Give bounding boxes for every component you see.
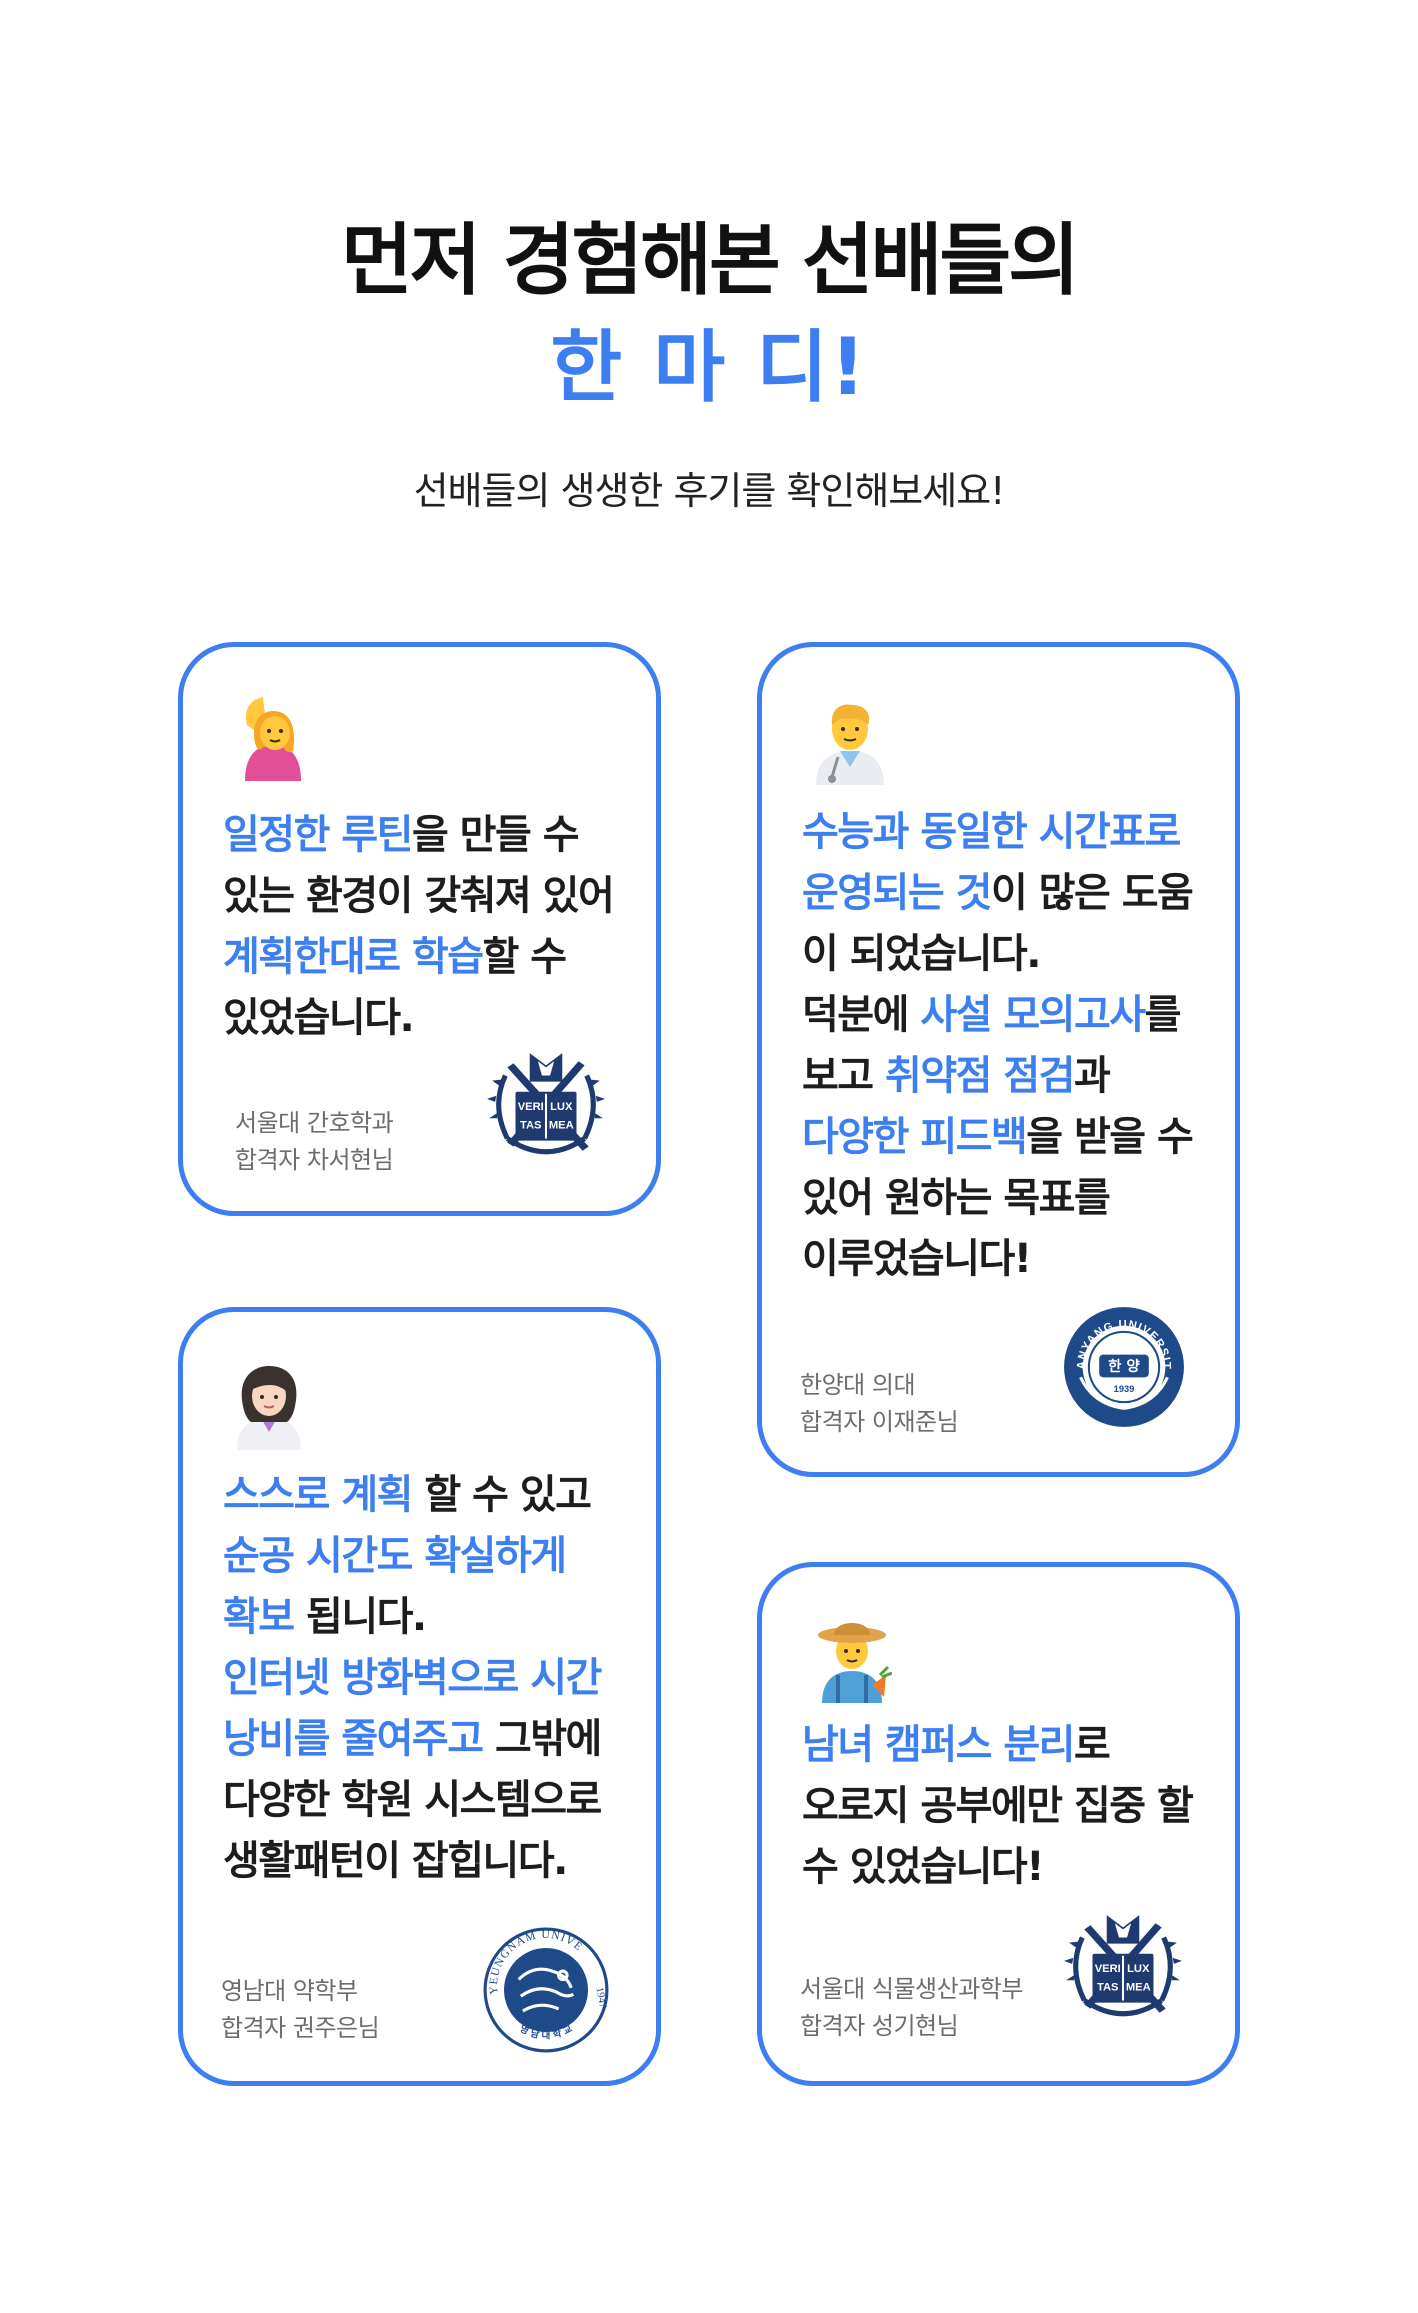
reviewer-school: 한양대 의대: [800, 1371, 916, 1399]
review-segment: 덕분에: [802, 992, 921, 1038]
review-line: 오로지 공부에만 집중 할: [802, 1776, 1205, 1837]
review-line: 운영되는 것이 많은 도움: [802, 863, 1205, 924]
review-segment: 할 수 있고: [411, 1472, 592, 1518]
review-segment: 을 받을 수: [1026, 1114, 1194, 1160]
man-health-worker-icon: [816, 704, 884, 785]
seoul-national-university-emblem-icon: VERI LUX TAS MEA: [1064, 1915, 1182, 2017]
review-highlight: 계획한대로 학습: [223, 934, 484, 980]
woman-health-worker-icon: [237, 1366, 301, 1450]
review-line: 이루었습니다!: [802, 1229, 1205, 1290]
review-highlight: 낭비를 줄여주고: [223, 1716, 484, 1762]
review-line: 수능과 동일한 시간표로: [802, 802, 1205, 863]
review-line: 있었습니다.: [223, 988, 626, 1049]
review-segment: 됩니다.: [293, 1594, 427, 1640]
review-segment: 생활패턴이 잡힙니다.: [223, 1838, 568, 1884]
review-line: 일정한 루틴을 만들 수: [223, 805, 626, 866]
review-segment: 를: [1144, 992, 1182, 1038]
review-line: 인터넷 방화벽으로 시간: [223, 1648, 626, 1709]
review-highlight: 수능과 동일한 시간표로: [802, 809, 1181, 855]
review-highlight: 운영되는 것: [802, 870, 992, 916]
review-line: 수 있었습니다!: [802, 1837, 1205, 1898]
logo-text-4: MEA: [549, 1119, 574, 1131]
review-line: 남녀 캠퍼스 분리로: [802, 1715, 1205, 1776]
logo-text-1: VERI: [1095, 1963, 1121, 1975]
logo-text-3: TAS: [1097, 1981, 1119, 1993]
review-segment: 그밖에: [482, 1716, 602, 1762]
logo-text-3: TAS: [520, 1119, 542, 1131]
review-segment: 로: [1073, 1722, 1111, 1768]
reviewer-school: 서울대 식물생산과학부: [800, 1975, 1023, 2003]
review-segment: 이루었습니다!: [802, 1236, 1032, 1282]
logo-text-2: 한 양: [1108, 1358, 1140, 1375]
logo-text-4: MEA: [1126, 1981, 1151, 1993]
review-highlight: 확보: [223, 1594, 295, 1640]
page-subtitle: 선배들의 생생한 후기를 확인해보세요!: [413, 469, 1006, 513]
review-line: 순공 시간도 확실하게: [223, 1526, 626, 1587]
review-segment: 이 되었습니다.: [802, 931, 1041, 977]
review-segment: 있었습니다.: [223, 995, 415, 1041]
review-line: 있어 원하는 목표를: [802, 1168, 1205, 1229]
review-segment: 보고: [802, 1053, 886, 1099]
reviewer-caption: 서울대 간호학과 합격자 차서현님: [235, 1105, 394, 1179]
review-segment: 할 수: [482, 934, 568, 980]
review-line: 생활패턴이 잡힙니다.: [223, 1831, 626, 1892]
review-line: 덕분에 사설 모의고사를: [802, 985, 1205, 1046]
reviewer-name: 합격자 차서현님: [235, 1146, 394, 1174]
review-highlight: 일정한 루틴: [223, 812, 413, 858]
review-segment: 오로지 공부에만 집중 할: [802, 1783, 1194, 1829]
review-segment: 있는 환경이 갖춰져 있어: [223, 873, 615, 919]
review-line: 다양한 학원 시스템으로: [223, 1770, 626, 1831]
review-segment: 있어 원하는 목표를: [802, 1175, 1111, 1221]
review-highlight: 남녀 캠퍼스 분리: [802, 1722, 1075, 1768]
reviewer-caption: 한양대 의대 합격자 이재준님: [800, 1367, 959, 1441]
review-line: 보고 취약점 점검과: [802, 1046, 1205, 1107]
reviewer-caption: 서울대 식물생산과학부 합격자 성기현님: [800, 1971, 1023, 2045]
review-highlight: 다양한 피드백: [802, 1114, 1028, 1160]
review-segment: 과: [1073, 1053, 1111, 1099]
review-highlight: 순공 시간도 확실하게: [223, 1533, 567, 1579]
review-highlight: 인터넷 방화벽으로 시간: [223, 1655, 602, 1701]
logo-text-2: LUX: [1127, 1963, 1150, 1975]
review-line: 계획한대로 학습할 수: [223, 927, 626, 988]
page-title-highlight: 한 마 디!: [550, 323, 868, 413]
reviewer-name: 합격자 이재준님: [800, 1408, 959, 1436]
reviewer-school: 서울대 간호학과: [235, 1109, 394, 1137]
farmer-icon: [818, 1623, 892, 1703]
review-line: 확보 됩니다.: [223, 1587, 626, 1648]
logo-text-2: 1947: [593, 1987, 607, 2010]
reviewer-school: 영남대 약학부: [221, 1977, 358, 2005]
review-line: 스스로 계획 할 수 있고: [223, 1465, 626, 1526]
reviewer-caption: 영남대 약학부 합격자 권주은님: [221, 1973, 380, 2047]
review-line: 있는 환경이 갖춰져 있어: [223, 866, 626, 927]
review-segment: 이 많은 도움: [990, 870, 1194, 916]
hanyang-university-seal-icon: HANYANG UNIVERSITY 한 양 1939: [1062, 1305, 1184, 1427]
review-segment: 다양한 학원 시스템으로: [223, 1777, 602, 1823]
review-segment: 을 만들 수: [411, 812, 580, 858]
woman-raising-hand-icon: [245, 697, 301, 781]
logo-text-3: 1939: [1114, 1384, 1135, 1394]
review-highlight: 스스로 계획: [223, 1472, 413, 1518]
logo-text-1: VERI: [518, 1101, 544, 1113]
review-line: 이 되었습니다.: [802, 924, 1205, 985]
review-segment: 수 있었습니다!: [802, 1844, 1044, 1890]
review-line: 다양한 피드백을 받을 수: [802, 1107, 1205, 1168]
review-highlight: 사설 모의고사: [920, 992, 1146, 1038]
reviewer-name: 합격자 성기현님: [800, 2012, 959, 2040]
reviewer-name: 합격자 권주은님: [221, 2014, 380, 2042]
page-title: 먼저 경험해본 선배들의: [341, 216, 1080, 306]
seoul-national-university-emblem-icon: VERI LUX TAS MEA: [487, 1053, 605, 1155]
yeungnam-university-seal-icon: YEUNGNAM UNIVERSITY 1947 영 남 대 학 교: [483, 1927, 609, 2053]
logo-text-2: LUX: [550, 1101, 573, 1113]
review-highlight: 취약점 점검: [885, 1053, 1075, 1099]
review-line: 낭비를 줄여주고 그밖에: [223, 1709, 626, 1770]
